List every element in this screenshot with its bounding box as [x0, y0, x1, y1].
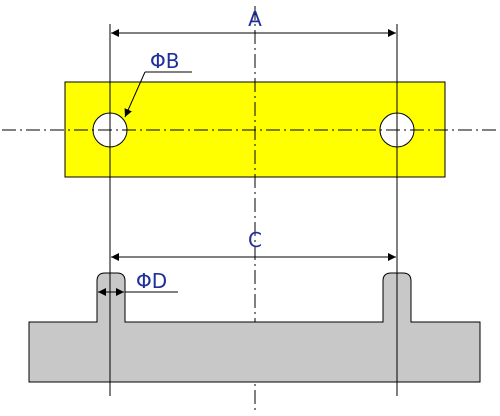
dimension-d-label: ΦD	[136, 269, 167, 293]
dimension-b-leader	[124, 71, 146, 118]
dimension-a-label: A	[248, 7, 262, 31]
dimension-c-label: C	[248, 228, 262, 252]
gray-base-part	[28, 272, 481, 383]
dimension-b-label: ΦB	[150, 49, 179, 73]
